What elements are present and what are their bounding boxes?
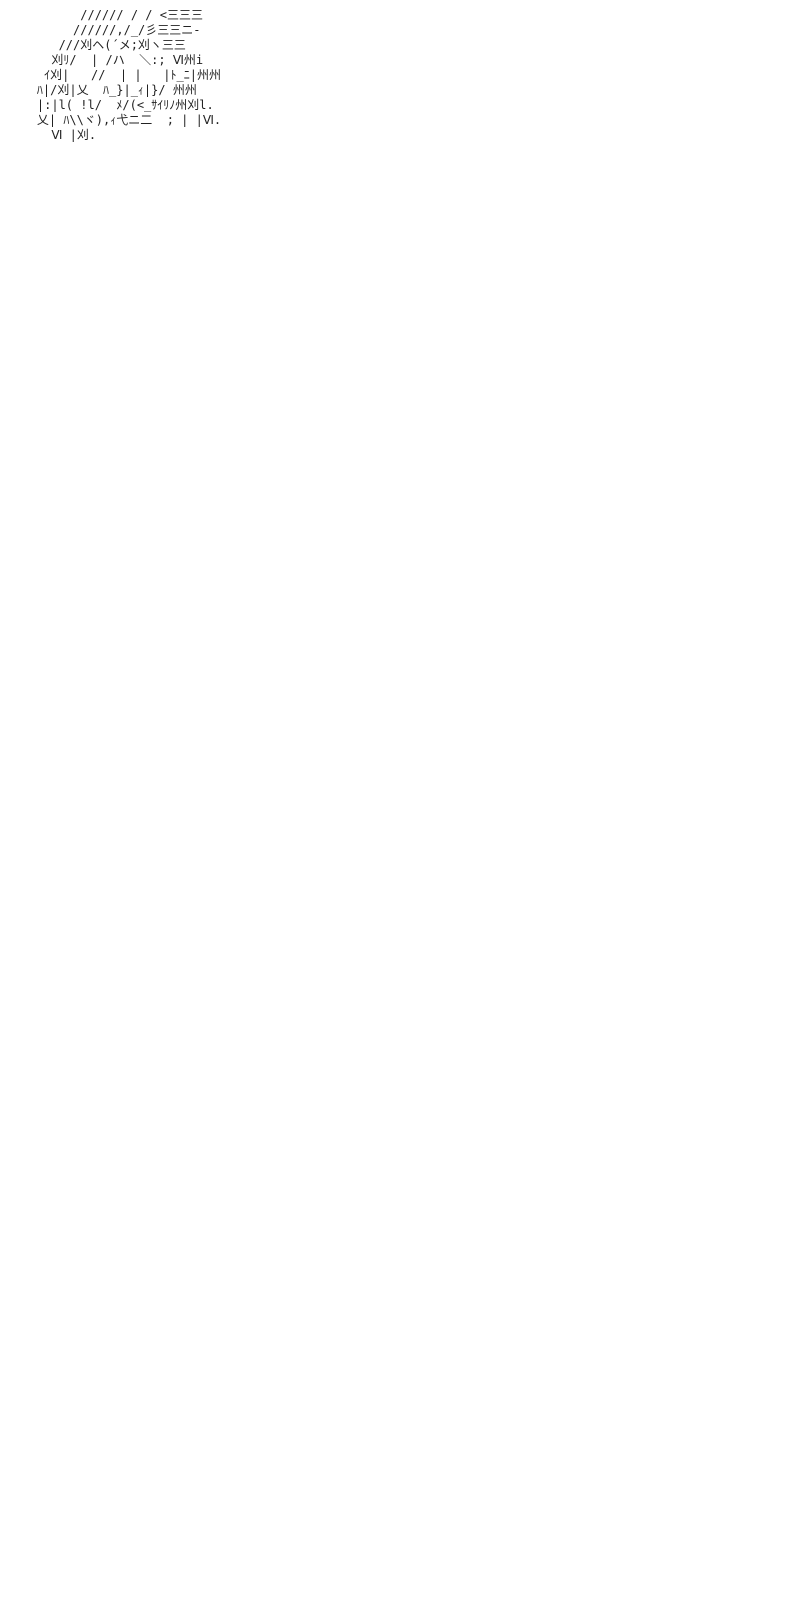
ascii-art-character-1: ////// / / <三三三 //////,/_/彡三三ニ- ///刈ヘ(´メ… [36, 8, 222, 142]
